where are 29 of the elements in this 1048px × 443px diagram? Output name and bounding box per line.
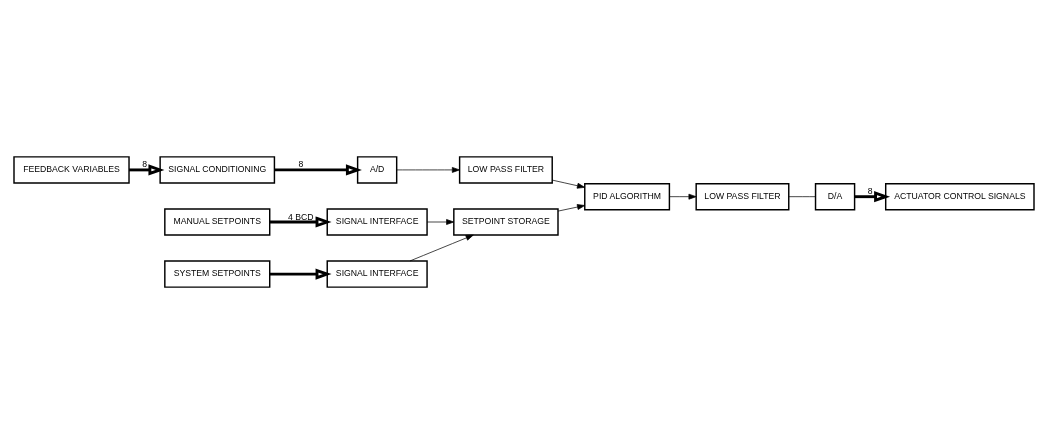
node-box: FEEDBACK VARIABLES xyxy=(13,155,130,184)
node-box: A/D xyxy=(356,155,398,184)
node-box: MANUAL SETPOINTS xyxy=(164,207,271,236)
node-box: SIGNAL CONDITIONING xyxy=(159,155,276,184)
arrow xyxy=(396,166,460,173)
node-box: SIGNAL INTERFACE xyxy=(326,207,428,236)
arrow xyxy=(409,234,474,261)
arrow xyxy=(557,203,586,211)
node-box: ACTUATOR CONTROL SIGNALS xyxy=(884,182,1035,210)
arrow xyxy=(426,218,455,225)
edge-label: 8 xyxy=(298,158,304,169)
arrow xyxy=(854,190,891,202)
arrow xyxy=(551,179,585,189)
node-box: D/A xyxy=(814,182,856,210)
arrow xyxy=(274,163,362,175)
node-box: LOW PASS FILTER xyxy=(695,182,790,210)
node-box: SIGNAL INTERFACE xyxy=(326,259,428,288)
edge-label: 8 xyxy=(142,158,147,169)
edge-label: 4 BCD xyxy=(288,211,314,222)
connector xyxy=(788,195,816,197)
node-box: SETPOINT STORAGE xyxy=(453,207,559,236)
arrow xyxy=(669,193,697,200)
arrow xyxy=(269,215,332,228)
arrow xyxy=(269,268,332,280)
edge-label: 8 xyxy=(867,185,873,196)
node-box: PID ALGORITHM xyxy=(584,182,671,210)
node-box: SYSTEM SETPOINTS xyxy=(164,259,271,288)
node-box: LOW PASS FILTER xyxy=(458,155,553,184)
arrow xyxy=(129,163,165,175)
